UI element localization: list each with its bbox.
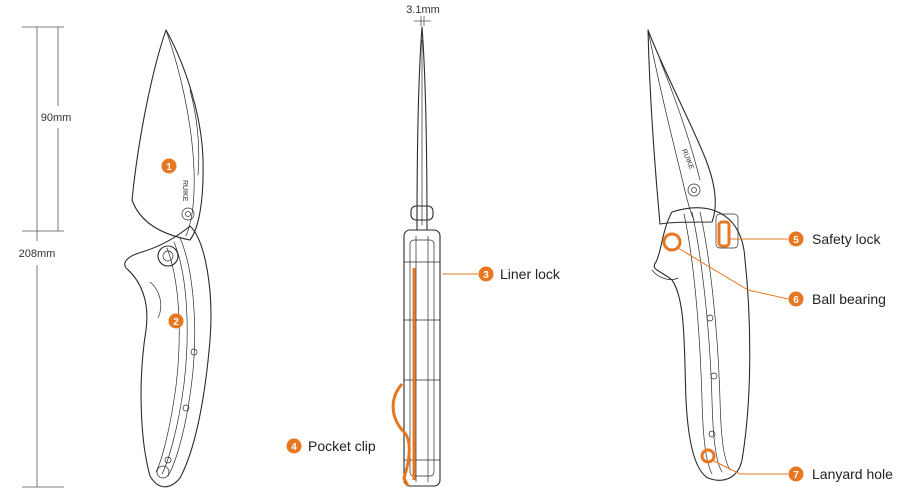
handle-outline: [124, 225, 212, 488]
blade-outline-back: [647, 29, 716, 225]
svg-text:5: 5: [793, 235, 799, 246]
svg-text:1: 1: [166, 162, 172, 173]
callout-7: 7 Lanyard hole: [788, 466, 893, 482]
callout-5: 5 Safety lock: [788, 231, 881, 247]
brand-mark: RUIKE: [181, 180, 188, 202]
blade-outline: [131, 29, 204, 241]
overall-dimension: 90mm 208mm: [19, 26, 72, 488]
svg-text:4: 4: [291, 442, 297, 453]
liner-lock-label: Liner lock: [500, 266, 561, 282]
ball-bearing-label: Ball bearing: [812, 291, 886, 307]
handle-spine: [403, 229, 441, 487]
handle-outline-back: [653, 207, 751, 481]
pocket-clip-highlight: [391, 383, 411, 487]
knife-front-view: RUIKE: [124, 29, 212, 488]
callout-3: 3 Liner lock: [478, 266, 561, 282]
callout-2: 2: [168, 313, 184, 329]
svg-text:7: 7: [793, 470, 799, 481]
svg-text:2: 2: [173, 317, 179, 328]
pocket-clip-label: Pocket clip: [308, 438, 376, 454]
blade-length-label: 90mm: [41, 112, 72, 124]
safety-lock-label: Safety lock: [812, 231, 881, 247]
lanyard-hole-highlight: [700, 448, 716, 464]
leader-lines: [442, 238, 789, 475]
svg-text:3: 3: [483, 270, 489, 281]
svg-text:6: 6: [793, 295, 799, 306]
callout-4: 4 Pocket clip: [286, 438, 376, 454]
ball-bearing-highlight: [662, 232, 682, 252]
callout-1: 1: [161, 158, 177, 174]
knife-spine-view: 3.1mm: [391, 4, 441, 487]
overall-length-label: 208mm: [19, 248, 56, 260]
callout-6: 6 Ball bearing: [788, 291, 886, 307]
blade-thickness-label: 3.1mm: [406, 4, 440, 16]
safety-lock-highlight: [717, 220, 731, 248]
lanyard-hole-label: Lanyard hole: [812, 466, 893, 482]
knife-back-view: RUIKE: [647, 29, 751, 481]
